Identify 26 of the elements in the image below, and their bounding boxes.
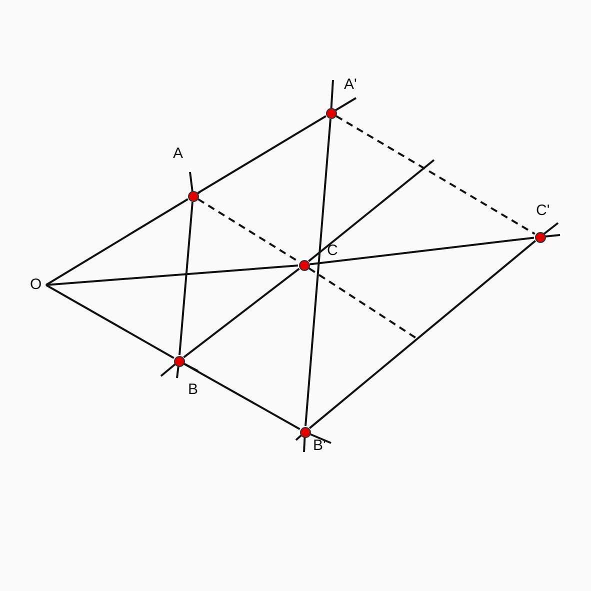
line-segment — [178, 202, 194, 356]
line-segment — [183, 268, 300, 358]
line-segment — [310, 236, 534, 266]
point-marker — [326, 108, 336, 118]
point-marker — [188, 190, 198, 202]
line-segment — [184, 363, 300, 430]
line-segment — [304, 118, 332, 426]
point-label: O — [30, 276, 42, 293]
point-label: A — [173, 145, 184, 162]
point-label: B — [188, 381, 198, 398]
line-segment — [198, 115, 326, 194]
point-marker — [534, 232, 546, 242]
point-marker — [174, 356, 184, 366]
point-label: C — [327, 242, 338, 259]
point-label: B' — [313, 437, 326, 454]
point-label: A' — [344, 76, 357, 93]
dashed-line — [308, 267, 417, 339]
point-marker — [298, 260, 310, 270]
point-label: C' — [536, 202, 550, 219]
point-marker — [300, 426, 310, 438]
line-segment — [46, 284, 174, 359]
line-segment — [308, 159, 435, 262]
line-segment — [45, 198, 188, 286]
line-segment — [46, 264, 298, 286]
dashed-line — [336, 115, 536, 235]
line-segment — [308, 240, 536, 429]
